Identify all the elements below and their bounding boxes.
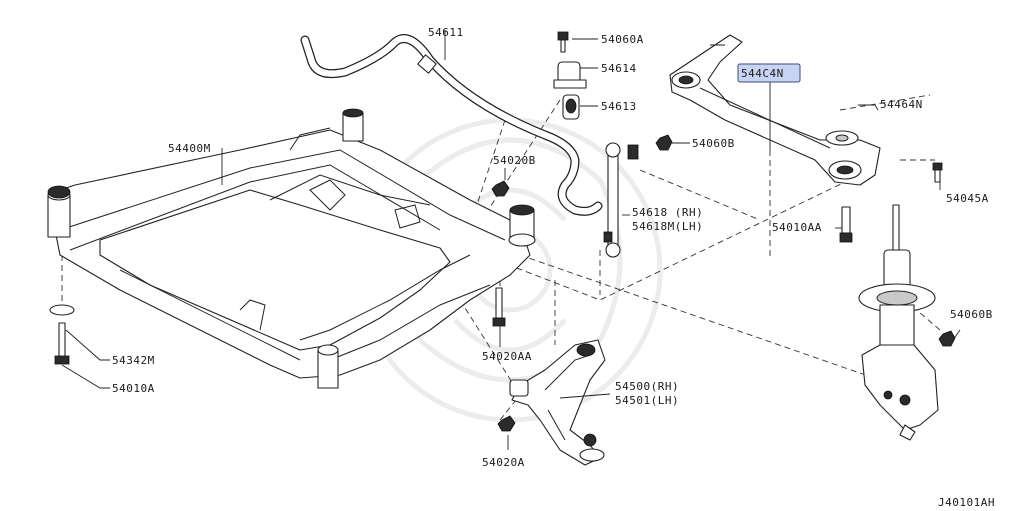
label-54501[interactable]: 54501(LH)	[615, 394, 679, 407]
washer-54342m	[49, 304, 75, 316]
bolt-54020a	[497, 415, 516, 432]
bolt-54010a	[54, 322, 70, 365]
stabilizer-connecting-rod	[603, 142, 639, 258]
label-54611[interactable]: 54611	[428, 26, 464, 39]
stabilizer-bar	[300, 34, 603, 216]
bolt-54045a	[932, 162, 943, 183]
label-54020b[interactable]: 54020B	[493, 154, 536, 167]
label-54618m[interactable]: 54618M(LH)	[632, 220, 703, 233]
leader-lines	[61, 30, 961, 450]
stabilizer-clamp-and-bush	[553, 31, 587, 120]
label-54342m[interactable]: 54342M	[112, 354, 155, 367]
bolt-54010aa	[839, 206, 853, 243]
bolt-54020aa	[492, 287, 506, 327]
label-54020aa[interactable]: 54020AA	[482, 350, 532, 363]
bolt-54020b	[491, 180, 510, 197]
strut-assembly	[858, 204, 939, 441]
highlight-box	[737, 63, 801, 83]
label-54613[interactable]: 54613	[601, 100, 637, 113]
label-54060b-top[interactable]: 54060B	[692, 137, 735, 150]
callout-labels: 54611 54060A 54614 54613 544C4N 54464N 5…	[112, 26, 995, 509]
label-54045a[interactable]: 54045A	[946, 192, 989, 205]
label-544c4n[interactable]: 544C4N	[741, 67, 784, 80]
washer-54464n	[825, 130, 859, 146]
label-54010aa[interactable]: 54010AA	[772, 221, 822, 234]
front-suspension-member	[47, 108, 536, 389]
member-stay	[669, 34, 881, 186]
nut-54060b-top	[655, 134, 673, 151]
label-54400m[interactable]: 54400M	[168, 142, 211, 155]
label-54614[interactable]: 54614	[601, 62, 637, 75]
label-54010a[interactable]: 54010A	[112, 382, 155, 395]
label-54618[interactable]: 54618 (RH)	[632, 206, 703, 219]
label-54020a[interactable]: 54020A	[482, 456, 525, 469]
figure-id: J40101AH	[938, 496, 995, 509]
label-54500[interactable]: 54500(RH)	[615, 380, 679, 393]
transverse-link	[509, 339, 606, 466]
label-54060a[interactable]: 54060A	[601, 33, 644, 46]
label-54464n[interactable]: 54464N	[880, 98, 923, 111]
label-54060b-right[interactable]: 54060B	[950, 308, 993, 321]
nut-54060b-right	[938, 330, 956, 347]
